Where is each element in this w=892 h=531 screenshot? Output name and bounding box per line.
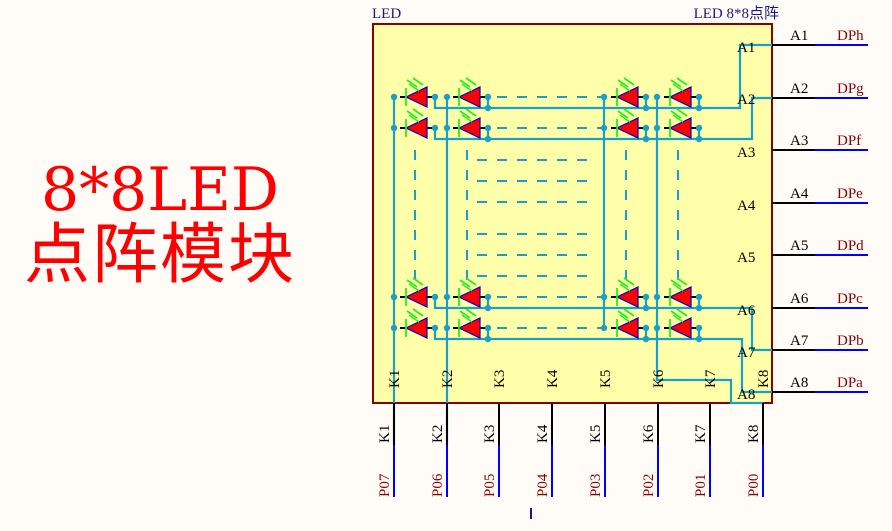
cathode-pin-3[interactable]: K3 K3 P05: [482, 370, 508, 497]
cathode-pin-6[interactable]: K6 K6 P02: [641, 369, 667, 497]
net-label: P03: [588, 474, 604, 497]
anode-pin-4[interactable]: A4 A4 DPe: [737, 186, 868, 214]
anode-pin-8[interactable]: A8 A8 DPa: [737, 375, 868, 403]
net-label: DPb: [837, 333, 864, 349]
designator-label: LED: [372, 6, 401, 22]
svg-text:A6: A6: [790, 291, 809, 307]
svg-text:K7: K7: [693, 424, 709, 443]
matrix-dashed-lines: [414, 96, 679, 329]
cathode-pin-8[interactable]: K8 K8 P00: [746, 370, 772, 497]
net-label: DPg: [837, 81, 864, 97]
net-label: P02: [641, 474, 657, 497]
anode-pin-3[interactable]: A3 A3 DPf: [737, 133, 868, 161]
svg-text:K3: K3: [482, 425, 498, 443]
net-label: DPe: [837, 186, 863, 202]
cathode-pin-7[interactable]: K7 K7 P01: [693, 369, 719, 497]
svg-text:K4: K4: [545, 369, 561, 388]
svg-text:K1: K1: [387, 370, 403, 388]
svg-text:A6: A6: [737, 303, 756, 319]
svg-text:K3: K3: [492, 370, 508, 388]
svg-text:A4: A4: [790, 186, 809, 202]
module-title-line1: 8*8LED: [40, 155, 280, 225]
svg-text:A7: A7: [737, 345, 756, 361]
svg-text:K2: K2: [440, 370, 456, 388]
net-label: DPf: [837, 133, 861, 149]
net-label: P00: [746, 474, 762, 497]
anode-pin-6[interactable]: A6 A6 DPc: [737, 291, 868, 319]
svg-text:A1: A1: [737, 40, 755, 56]
svg-text:A8: A8: [790, 375, 808, 391]
svg-text:K8: K8: [756, 370, 772, 388]
svg-text:A4: A4: [737, 198, 756, 214]
svg-text:A5: A5: [737, 250, 755, 266]
net-label: DPc: [837, 291, 863, 307]
cathode-pin-2[interactable]: K2 K2 P06: [430, 370, 456, 497]
anode-pin-2[interactable]: A2 A2 DPg: [737, 81, 868, 108]
net-label: P07: [377, 473, 393, 497]
net-label: DPh: [837, 28, 864, 44]
net-label: P01: [693, 474, 709, 497]
svg-text:A5: A5: [790, 238, 808, 254]
svg-text:K7: K7: [703, 369, 719, 388]
comment-label: LED 8*8点阵: [694, 5, 779, 22]
anode-pin-7[interactable]: A7 A7 DPb: [737, 333, 868, 361]
svg-text:A3: A3: [790, 133, 808, 149]
svg-text:K8: K8: [746, 425, 762, 443]
net-label: DPa: [837, 375, 863, 391]
svg-text:A2: A2: [737, 92, 755, 108]
cathode-pin-4[interactable]: K4 K4 P04: [535, 369, 561, 497]
svg-text:K5: K5: [588, 425, 604, 443]
svg-text:A3: A3: [737, 145, 755, 161]
cathode-pin-1[interactable]: K1 K1 P07: [377, 370, 403, 497]
net-label: P05: [482, 474, 498, 497]
cathode-pins: K1 K1 P07 K2 K2 P06 K3 K3 P05 K4 K4 P04 …: [377, 369, 772, 497]
svg-text:A1: A1: [790, 28, 808, 44]
svg-text:K5: K5: [598, 370, 614, 388]
svg-text:K1: K1: [377, 425, 393, 443]
cathode-pin-5[interactable]: K5 K5 P03: [588, 370, 614, 497]
svg-text:A2: A2: [790, 81, 808, 97]
svg-text:K2: K2: [430, 425, 446, 443]
svg-text:K4: K4: [535, 424, 551, 443]
svg-text:A8: A8: [737, 387, 755, 403]
component-body[interactable]: [372, 23, 773, 404]
anode-pins: A1 A1 DPh A2 A2 DPg A3 A3 DPf A4 A4 DPe …: [737, 28, 868, 403]
net-label: P06: [430, 473, 446, 497]
svg-text:K6: K6: [651, 369, 667, 388]
net-label: DPd: [837, 238, 864, 254]
svg-text:A7: A7: [790, 333, 809, 349]
svg-text:K6: K6: [641, 424, 657, 443]
net-label: P04: [535, 473, 551, 497]
anode-pin-5[interactable]: A5 A5 DPd: [737, 238, 868, 266]
module-title-line2: 点阵模块: [24, 216, 296, 293]
anode-pin-1[interactable]: A1 A1 DPh: [737, 28, 868, 56]
